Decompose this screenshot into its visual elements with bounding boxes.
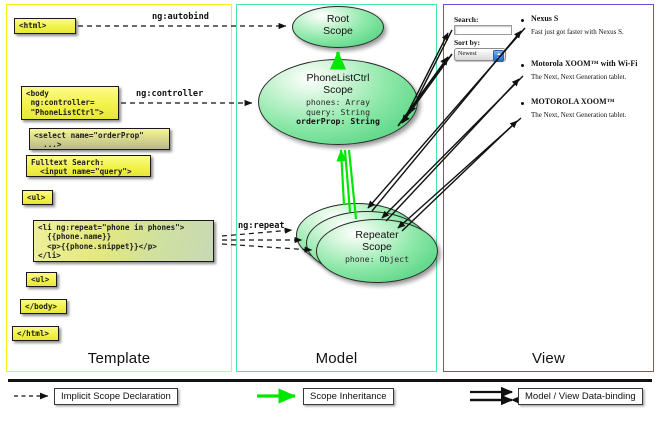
legend-divider — [8, 379, 652, 382]
list-bullet — [521, 102, 524, 105]
scope-property: query: String — [305, 106, 371, 117]
code-box-ul-open: <ul> — [22, 190, 53, 205]
code-box-fulltext-search: Fulltext Search: <input name="query"> — [26, 155, 151, 177]
sort-by-select[interactable]: Newest — [454, 48, 506, 62]
scope-property: orderProp: String — [296, 116, 380, 127]
scope-root: Root Scope — [292, 6, 384, 48]
phone-name: MOTOROLA XOOM™ — [531, 97, 615, 106]
legend-glyph-databinding — [470, 386, 523, 406]
phone-name: Nexus S — [531, 14, 559, 23]
phone-name: Motorola XOOM™ with Wi-Fi — [531, 59, 638, 68]
code-box-html-open: <html> — [14, 18, 76, 34]
scope-root-title-1: Root — [326, 13, 350, 25]
phone-snippet: The Next, Next Generation tablet. — [531, 73, 627, 81]
code-box-body-close: </body> — [20, 299, 67, 314]
list-item: Motorola XOOM™ with Wi-Fi The Next, Next… — [531, 59, 656, 81]
sort-by-selected-value: Newest — [458, 50, 477, 57]
code-box-ul-close: <ul> — [26, 272, 57, 287]
scope-repeater-title-1: Repeater — [355, 229, 399, 241]
scope-phonelistctrl-title-1: PhoneListCtrl — [306, 72, 370, 84]
scope-phonelistctrl-title-2: Scope — [323, 84, 353, 96]
code-box-body-controller: <body ng:controller= "PhoneListCtrl"> — [21, 86, 119, 120]
sort-label: Sort by: — [454, 38, 481, 47]
scope-property: phones: Array — [305, 97, 371, 107]
search-input[interactable] — [454, 25, 512, 35]
legend-item-scope-inheritance: Scope Inheritance — [303, 388, 394, 405]
phone-snippet: Fast just got faster with Nexus S. — [531, 28, 624, 36]
code-box-html-close: </html> — [12, 326, 59, 341]
phone-snippet: The Next, Next Generation tablet. — [531, 111, 627, 119]
panel-template: Template — [6, 4, 232, 372]
panel-label-template: Template — [87, 350, 151, 367]
legend-item-model-view-data-binding: Model / View Data-binding — [518, 388, 643, 405]
list-item: MOTOROLA XOOM™ The Next, Next Generation… — [531, 97, 656, 119]
code-box-select-orderprop: <select name="orderProp" ...> — [29, 128, 170, 150]
scope-repeater: Repeater Scope phone: Object — [316, 219, 438, 283]
panel-label-view: View — [531, 350, 566, 367]
label-ng-controller: ng:controller — [136, 89, 204, 99]
list-bullet — [521, 19, 524, 22]
search-label: Search: — [454, 15, 479, 24]
code-box-li-ngrepeat: <li ng:repeat="phone in phones"> {{phone… — [33, 220, 214, 262]
scope-property: phone: Object — [344, 254, 410, 264]
scope-phonelistctrl: PhoneListCtrl Scope phones: Array query:… — [258, 59, 418, 145]
chevron-updown-icon[interactable] — [493, 50, 504, 62]
legend-item-implicit-scope-declaration: Implicit Scope Declaration — [54, 388, 178, 405]
scope-root-title-2: Scope — [323, 25, 353, 37]
panel-label-model: Model — [315, 350, 358, 367]
label-ng-autobind: ng:autobind — [152, 12, 209, 22]
scope-repeater-properties: phone: Object — [317, 254, 437, 265]
label-ng-repeat: ng:repeat — [238, 221, 285, 231]
scope-phonelistctrl-properties: phones: Array query: String orderProp: S… — [259, 97, 417, 127]
list-item: Nexus S Fast just got faster with Nexus … — [531, 14, 656, 36]
scope-repeater-title-2: Scope — [362, 241, 392, 253]
list-bullet — [521, 64, 524, 67]
